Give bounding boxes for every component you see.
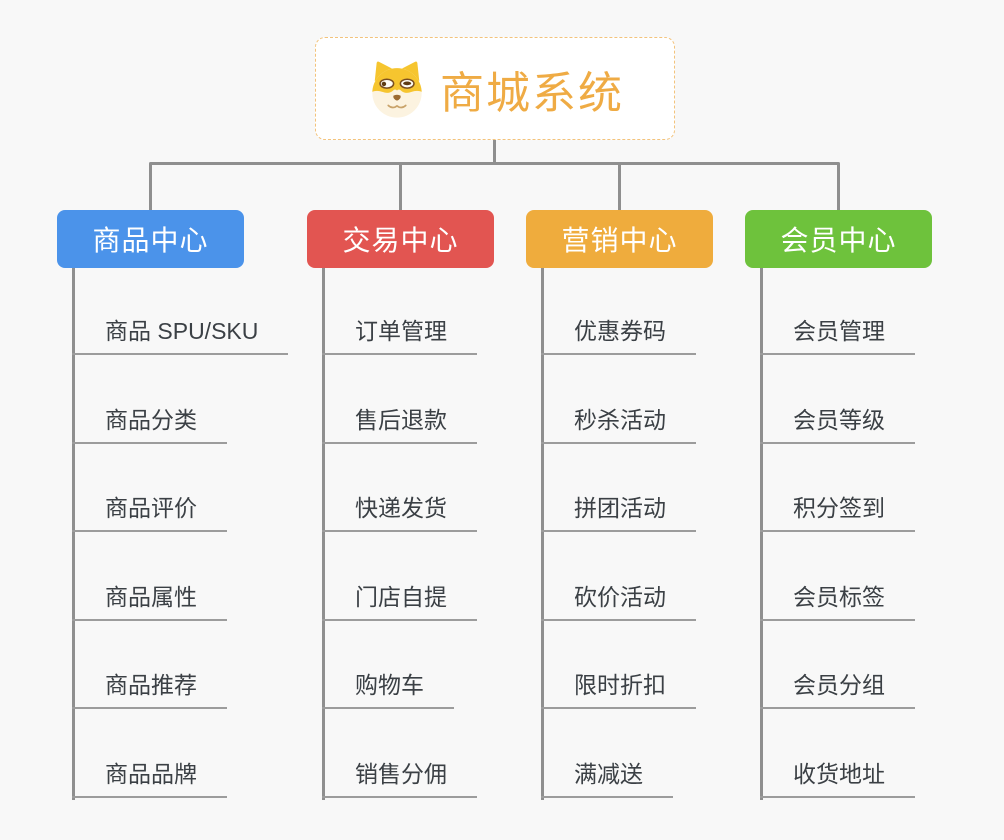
sub-node-trade-3[interactable]: 快递发货: [322, 493, 477, 532]
sub-node-label: 限时折扣: [574, 672, 666, 698]
sub-node-label: 收货地址: [793, 761, 885, 787]
doge-dog-icon: [372, 61, 422, 118]
connector-horizontal-bus: [149, 162, 840, 165]
sub-node-trade-4[interactable]: 门店自提: [322, 582, 477, 621]
sub-node-marketing-3[interactable]: 拼团活动: [541, 493, 696, 532]
sub-node-label: 积分签到: [793, 495, 885, 521]
root-node[interactable]: 商城系统: [315, 37, 675, 140]
branch-label: 商品中心: [92, 225, 209, 256]
sub-node-label: 优惠券码: [574, 318, 666, 344]
connector-drop-products: [149, 164, 152, 210]
sub-node-members-1[interactable]: 会员管理: [760, 316, 915, 355]
branch-box-trade[interactable]: 交易中心: [307, 210, 494, 268]
sub-node-label: 商品评价: [105, 495, 197, 521]
branch-label: 会员中心: [780, 225, 897, 256]
sub-node-members-4[interactable]: 会员标签: [760, 582, 915, 621]
connector-trunk-members: [760, 268, 763, 800]
branch-label: 交易中心: [342, 225, 459, 256]
sub-node-label: 售后退款: [355, 407, 447, 433]
sub-node-marketing-4[interactable]: 砍价活动: [541, 582, 696, 621]
branch-box-marketing[interactable]: 营销中心: [526, 210, 713, 268]
sub-node-marketing-1[interactable]: 优惠券码: [541, 316, 696, 355]
sub-node-label: 会员标签: [793, 584, 885, 610]
sub-node-products-4[interactable]: 商品属性: [72, 582, 227, 621]
sub-node-members-3[interactable]: 积分签到: [760, 493, 915, 532]
sub-node-label: 销售分佣: [355, 761, 447, 787]
sub-node-label: 商品 SPU/SKU: [105, 318, 259, 344]
connector-trunk-trade: [322, 268, 325, 800]
sub-node-label: 会员等级: [793, 407, 885, 433]
sub-node-label: 商品属性: [105, 584, 197, 610]
sub-node-members-6[interactable]: 收货地址: [760, 759, 915, 798]
connector-drop-marketing: [618, 164, 621, 210]
sub-node-label: 会员分组: [793, 672, 885, 698]
connector-trunk-marketing: [541, 268, 544, 800]
connector-root-stub: [493, 140, 496, 163]
sub-node-products-3[interactable]: 商品评价: [72, 493, 227, 532]
sub-node-marketing-6[interactable]: 满减送: [541, 759, 673, 798]
connector-trunk-products: [72, 268, 75, 800]
sub-node-label: 满减送: [574, 761, 643, 787]
sub-node-marketing-2[interactable]: 秒杀活动: [541, 405, 696, 444]
sub-node-label: 商品推荐: [105, 672, 197, 698]
sub-node-label: 订单管理: [355, 318, 447, 344]
connector-drop-trade: [399, 164, 402, 210]
sub-node-members-5[interactable]: 会员分组: [760, 670, 915, 709]
sub-node-marketing-5[interactable]: 限时折扣: [541, 670, 696, 709]
sub-node-label: 拼团活动: [574, 495, 666, 521]
sub-node-products-5[interactable]: 商品推荐: [72, 670, 227, 709]
sub-node-trade-6[interactable]: 销售分佣: [322, 759, 477, 798]
sub-node-label: 门店自提: [355, 584, 447, 610]
connector-drop-members: [837, 164, 840, 210]
sub-node-products-1[interactable]: 商品 SPU/SKU: [72, 316, 289, 355]
sub-node-label: 商品分类: [105, 407, 197, 433]
branch-label: 营销中心: [561, 225, 678, 256]
root-title: 商城系统: [440, 68, 624, 118]
sub-node-trade-1[interactable]: 订单管理: [322, 316, 477, 355]
sub-node-products-6[interactable]: 商品品牌: [72, 759, 227, 798]
sub-node-label: 快递发货: [355, 495, 447, 521]
sub-node-label: 秒杀活动: [574, 407, 666, 433]
sub-node-label: 砍价活动: [574, 584, 666, 610]
sub-node-label: 商品品牌: [105, 761, 197, 787]
branch-box-members[interactable]: 会员中心: [745, 210, 932, 268]
sub-node-trade-5[interactable]: 购物车: [322, 670, 454, 709]
sub-node-label: 会员管理: [793, 318, 885, 344]
branch-box-products[interactable]: 商品中心: [57, 210, 244, 268]
sub-node-trade-2[interactable]: 售后退款: [322, 405, 477, 444]
sub-node-members-2[interactable]: 会员等级: [760, 405, 915, 444]
sub-node-products-2[interactable]: 商品分类: [72, 405, 227, 444]
sub-node-label: 购物车: [355, 672, 424, 698]
